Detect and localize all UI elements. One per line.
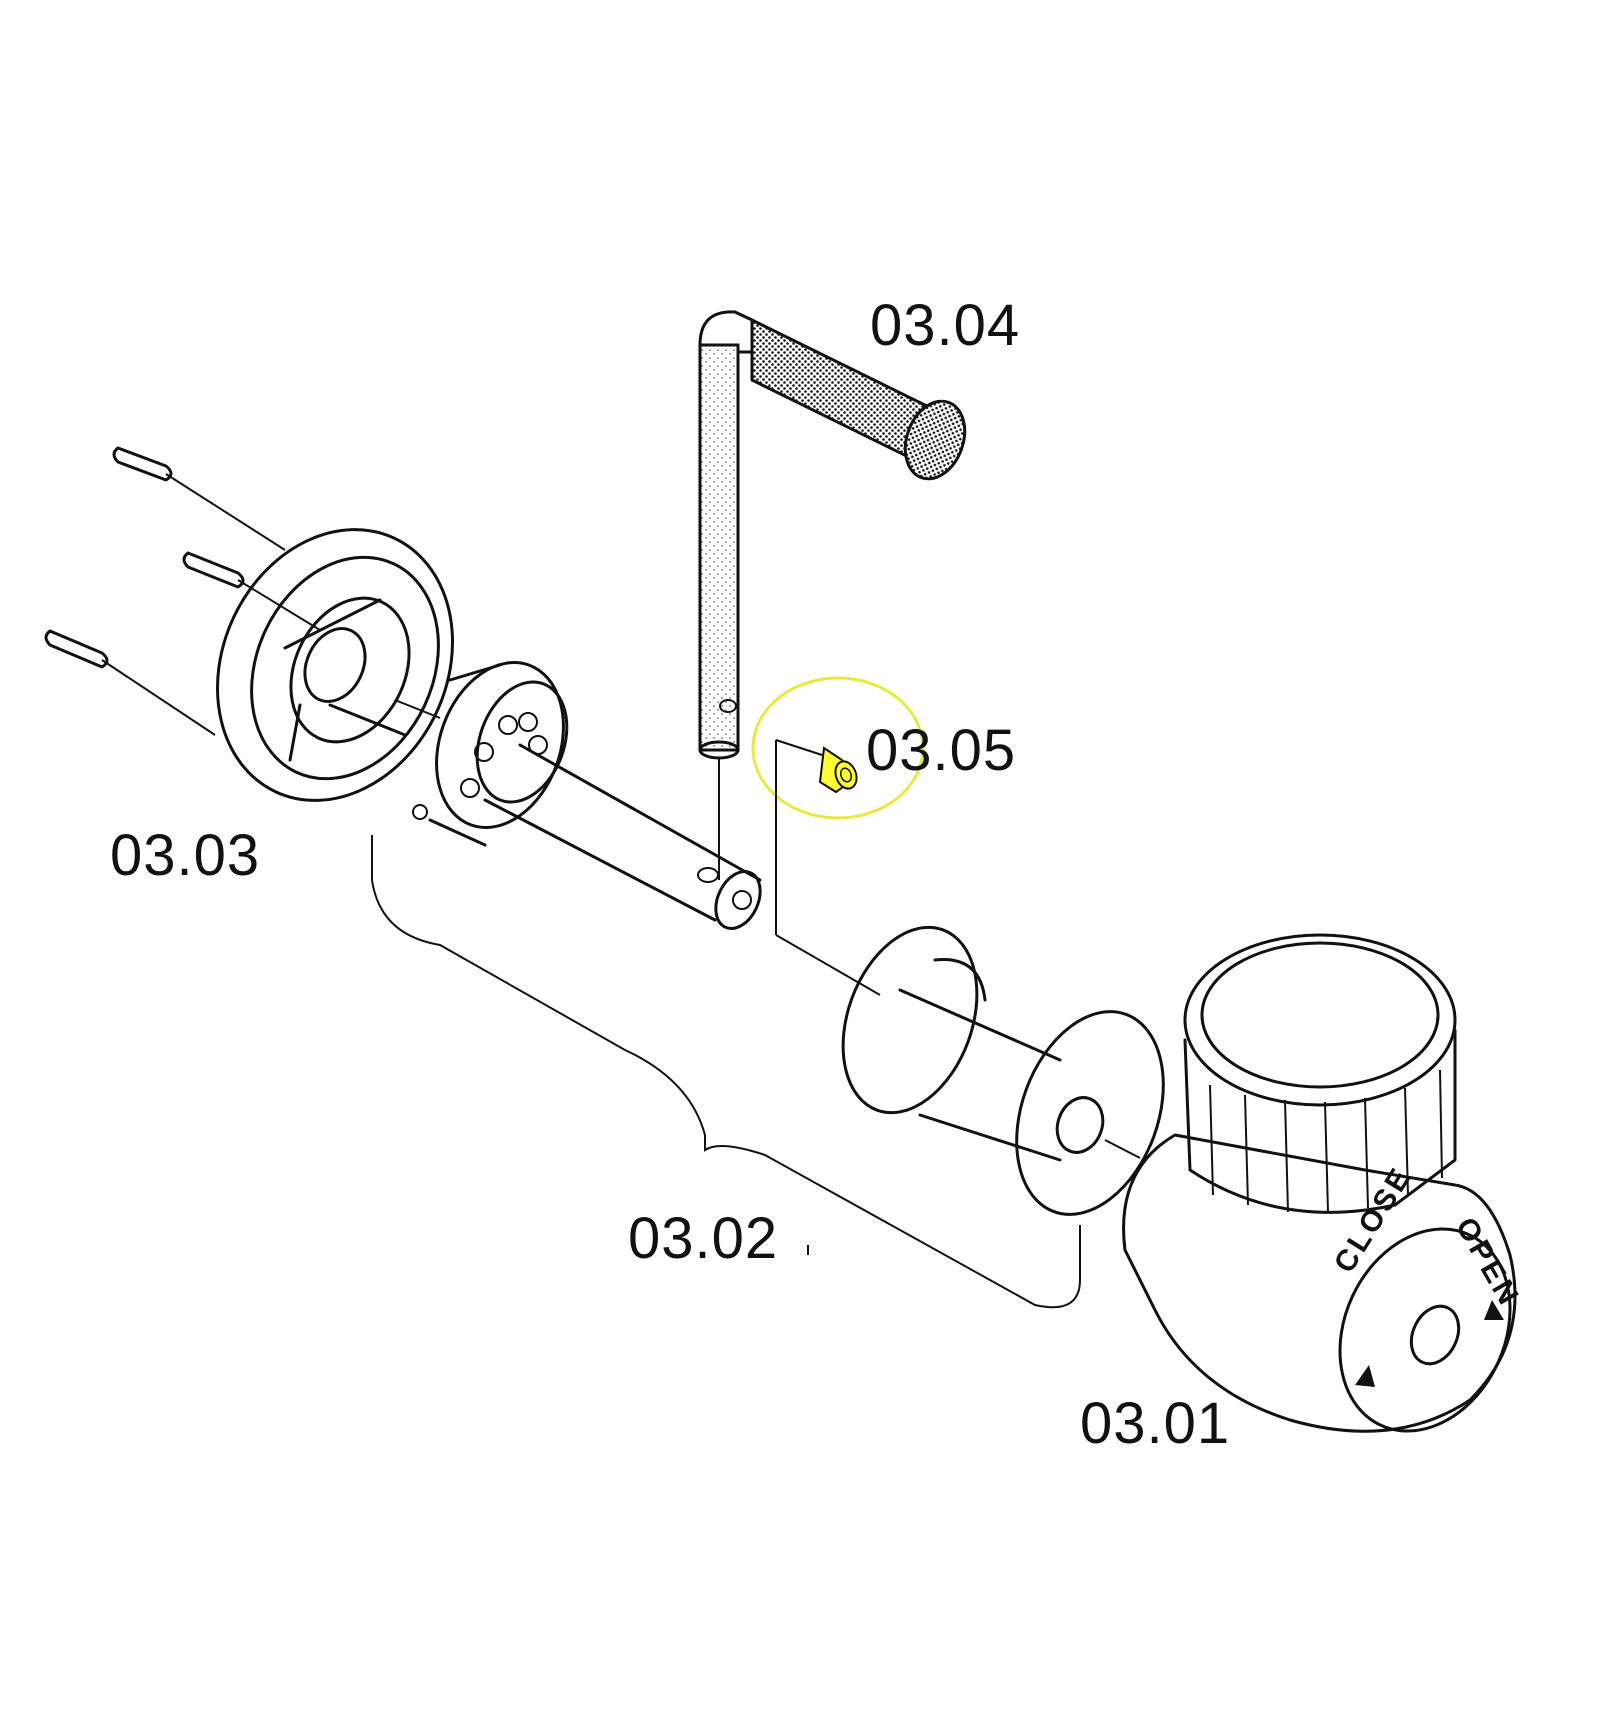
label-0302: 03.02	[628, 1206, 778, 1271]
dial-open-text: OPEN	[1449, 1212, 1526, 1313]
label-0301: 03.01	[1080, 1391, 1230, 1456]
screw-top	[112, 446, 286, 551]
part-0303-cover	[216, 528, 454, 802]
screw-middle	[182, 551, 321, 631]
label-0303: 03.03	[110, 823, 260, 888]
close-arrow-icon	[1355, 1365, 1375, 1387]
label-0305: 03.05	[866, 718, 1016, 783]
spool-drum	[775, 925, 1165, 1216]
part-0302-axle-assembly	[371, 661, 1081, 1309]
screw-bottom	[44, 629, 216, 736]
screws	[44, 446, 321, 736]
part-0305-set-screw	[751, 676, 925, 935]
part-0304-crank-handle	[698, 310, 967, 880]
dial-close-text: CLOSE	[1328, 1161, 1419, 1279]
knob-ribs	[1209, 1069, 1443, 1213]
highlight-ring	[751, 676, 925, 820]
open-arrow-icon	[1484, 1300, 1504, 1320]
part-0301-valve-body: CLOSE OPEN	[1122, 933, 1526, 1433]
label-0304: 03.04	[870, 293, 1020, 358]
